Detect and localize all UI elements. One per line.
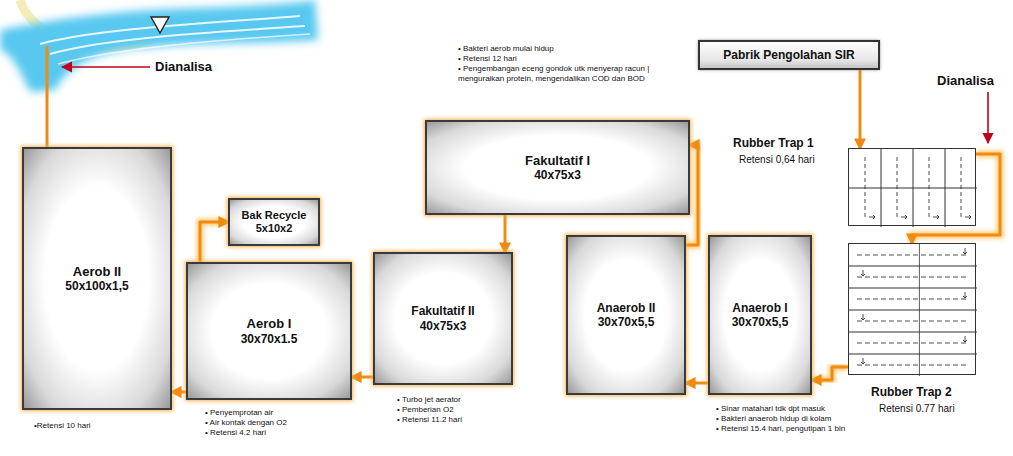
unit-title: Fakultatif I <box>525 153 590 169</box>
unit-size: 50x100x1,5 <box>65 279 128 293</box>
retention-note: Retensi 0.77 hari <box>879 403 955 415</box>
process-note: • Penyemprotan air <box>205 408 355 418</box>
pond-box: Anaerob I30x70x5,5 <box>708 235 812 395</box>
rubber-trap: Rubber Trap 1Retensi 0,64 hari <box>848 148 976 226</box>
retention-note: Retensi 0,64 hari <box>739 154 815 166</box>
flow-connector <box>860 70 861 148</box>
connector-line <box>172 391 186 394</box>
trap-title: Rubber Trap 2 <box>871 385 952 399</box>
process-note: •Retensi 10 hari <box>34 421 154 431</box>
analysis-note: Dianalisa <box>155 59 235 75</box>
analysis-pointer <box>62 66 150 68</box>
pond-box: Bak Recycle5x10x2 <box>228 198 320 246</box>
analysis-note: Dianalisa <box>937 73 1013 89</box>
flow-connector <box>352 377 373 378</box>
pond-box: Anaerob II30x70x5,5 <box>566 235 686 395</box>
rubber-trap: Rubber Trap 2Retensi 0.77 hari <box>848 243 976 375</box>
process-note: • Air kontak dengan O2 <box>205 418 355 428</box>
water-level-symbol <box>151 17 169 33</box>
trap-channels <box>849 149 977 227</box>
flow-connector <box>172 392 186 393</box>
pond-box: Fakultatif I40x75x3 <box>425 120 690 215</box>
connector-line <box>504 215 507 252</box>
unit-title: Pabrik Pengolahan SIR <box>723 48 854 62</box>
unit-title: Anaerob I <box>732 301 787 315</box>
connector-line <box>859 70 862 148</box>
unit-title: Aerob II <box>73 264 121 280</box>
connector-line <box>812 367 848 380</box>
connector-line <box>352 376 373 379</box>
unit-size: 40x75x3 <box>534 168 581 182</box>
pond-box: Aerob I30x70x1.5 <box>186 262 352 400</box>
flow-connector <box>812 367 848 380</box>
flow-connector <box>505 215 506 252</box>
factory-box: Pabrik Pengolahan SIR <box>698 40 880 70</box>
river-stripe <box>50 26 305 54</box>
process-note: • Pemberian O2 <box>397 405 547 415</box>
process-note: • Bakteri anaerob hidup di kolam <box>716 414 896 424</box>
unit-title: Bak Recycle <box>242 209 307 222</box>
outflow-line <box>46 46 49 147</box>
unit-title: Aerob I <box>247 316 292 332</box>
flow-connector <box>200 222 228 262</box>
connector-glow <box>857 70 864 148</box>
process-note: • Sinar matahari tdk dpt masuk <box>716 404 896 414</box>
trap-title: Rubber Trap 1 <box>733 136 814 150</box>
connector-line <box>200 222 228 262</box>
unit-size: 40x75x3 <box>420 319 467 333</box>
pond-box: Aerob II50x100x1,5 <box>22 147 172 410</box>
process-note: • Retensi 12 hari <box>458 54 673 64</box>
pond-box: Fakultatif II40x75x3 <box>373 252 513 385</box>
flow-connector <box>686 383 708 384</box>
connector-glow <box>502 215 509 252</box>
unit-size: 5x10x2 <box>256 222 293 235</box>
unit-size: 30x70x1.5 <box>241 332 298 346</box>
unit-title: Anaerob II <box>597 301 656 315</box>
unit-size: 30x70x5,5 <box>598 315 655 329</box>
trap-channels <box>849 244 977 376</box>
process-note: • Retensi 4.2 hari <box>205 428 355 438</box>
process-note: • Bakteri aerob mulai hidup <box>458 44 673 54</box>
connector-glow <box>686 380 708 387</box>
connector-glow <box>200 222 228 262</box>
connector-glow <box>172 389 186 396</box>
process-note: • Pengembangan eceng gondok utk menyerap… <box>458 64 673 84</box>
process-note: • Retensi 11.2 hari <box>397 415 547 425</box>
process-note: • Retensi 15.4 hari, pengutipan 1 bln <box>716 424 896 434</box>
unit-title: Fakultatif II <box>411 304 474 318</box>
process-note: • Turbo jet aerator <box>397 395 547 405</box>
connector-line <box>686 382 708 385</box>
connector-glow <box>352 374 373 381</box>
river-stripe <box>40 16 300 44</box>
connector-glow <box>812 367 848 380</box>
unit-size: 30x70x5,5 <box>732 315 789 329</box>
outflow-line-glow <box>44 46 51 147</box>
analysis-pointer <box>987 92 989 143</box>
